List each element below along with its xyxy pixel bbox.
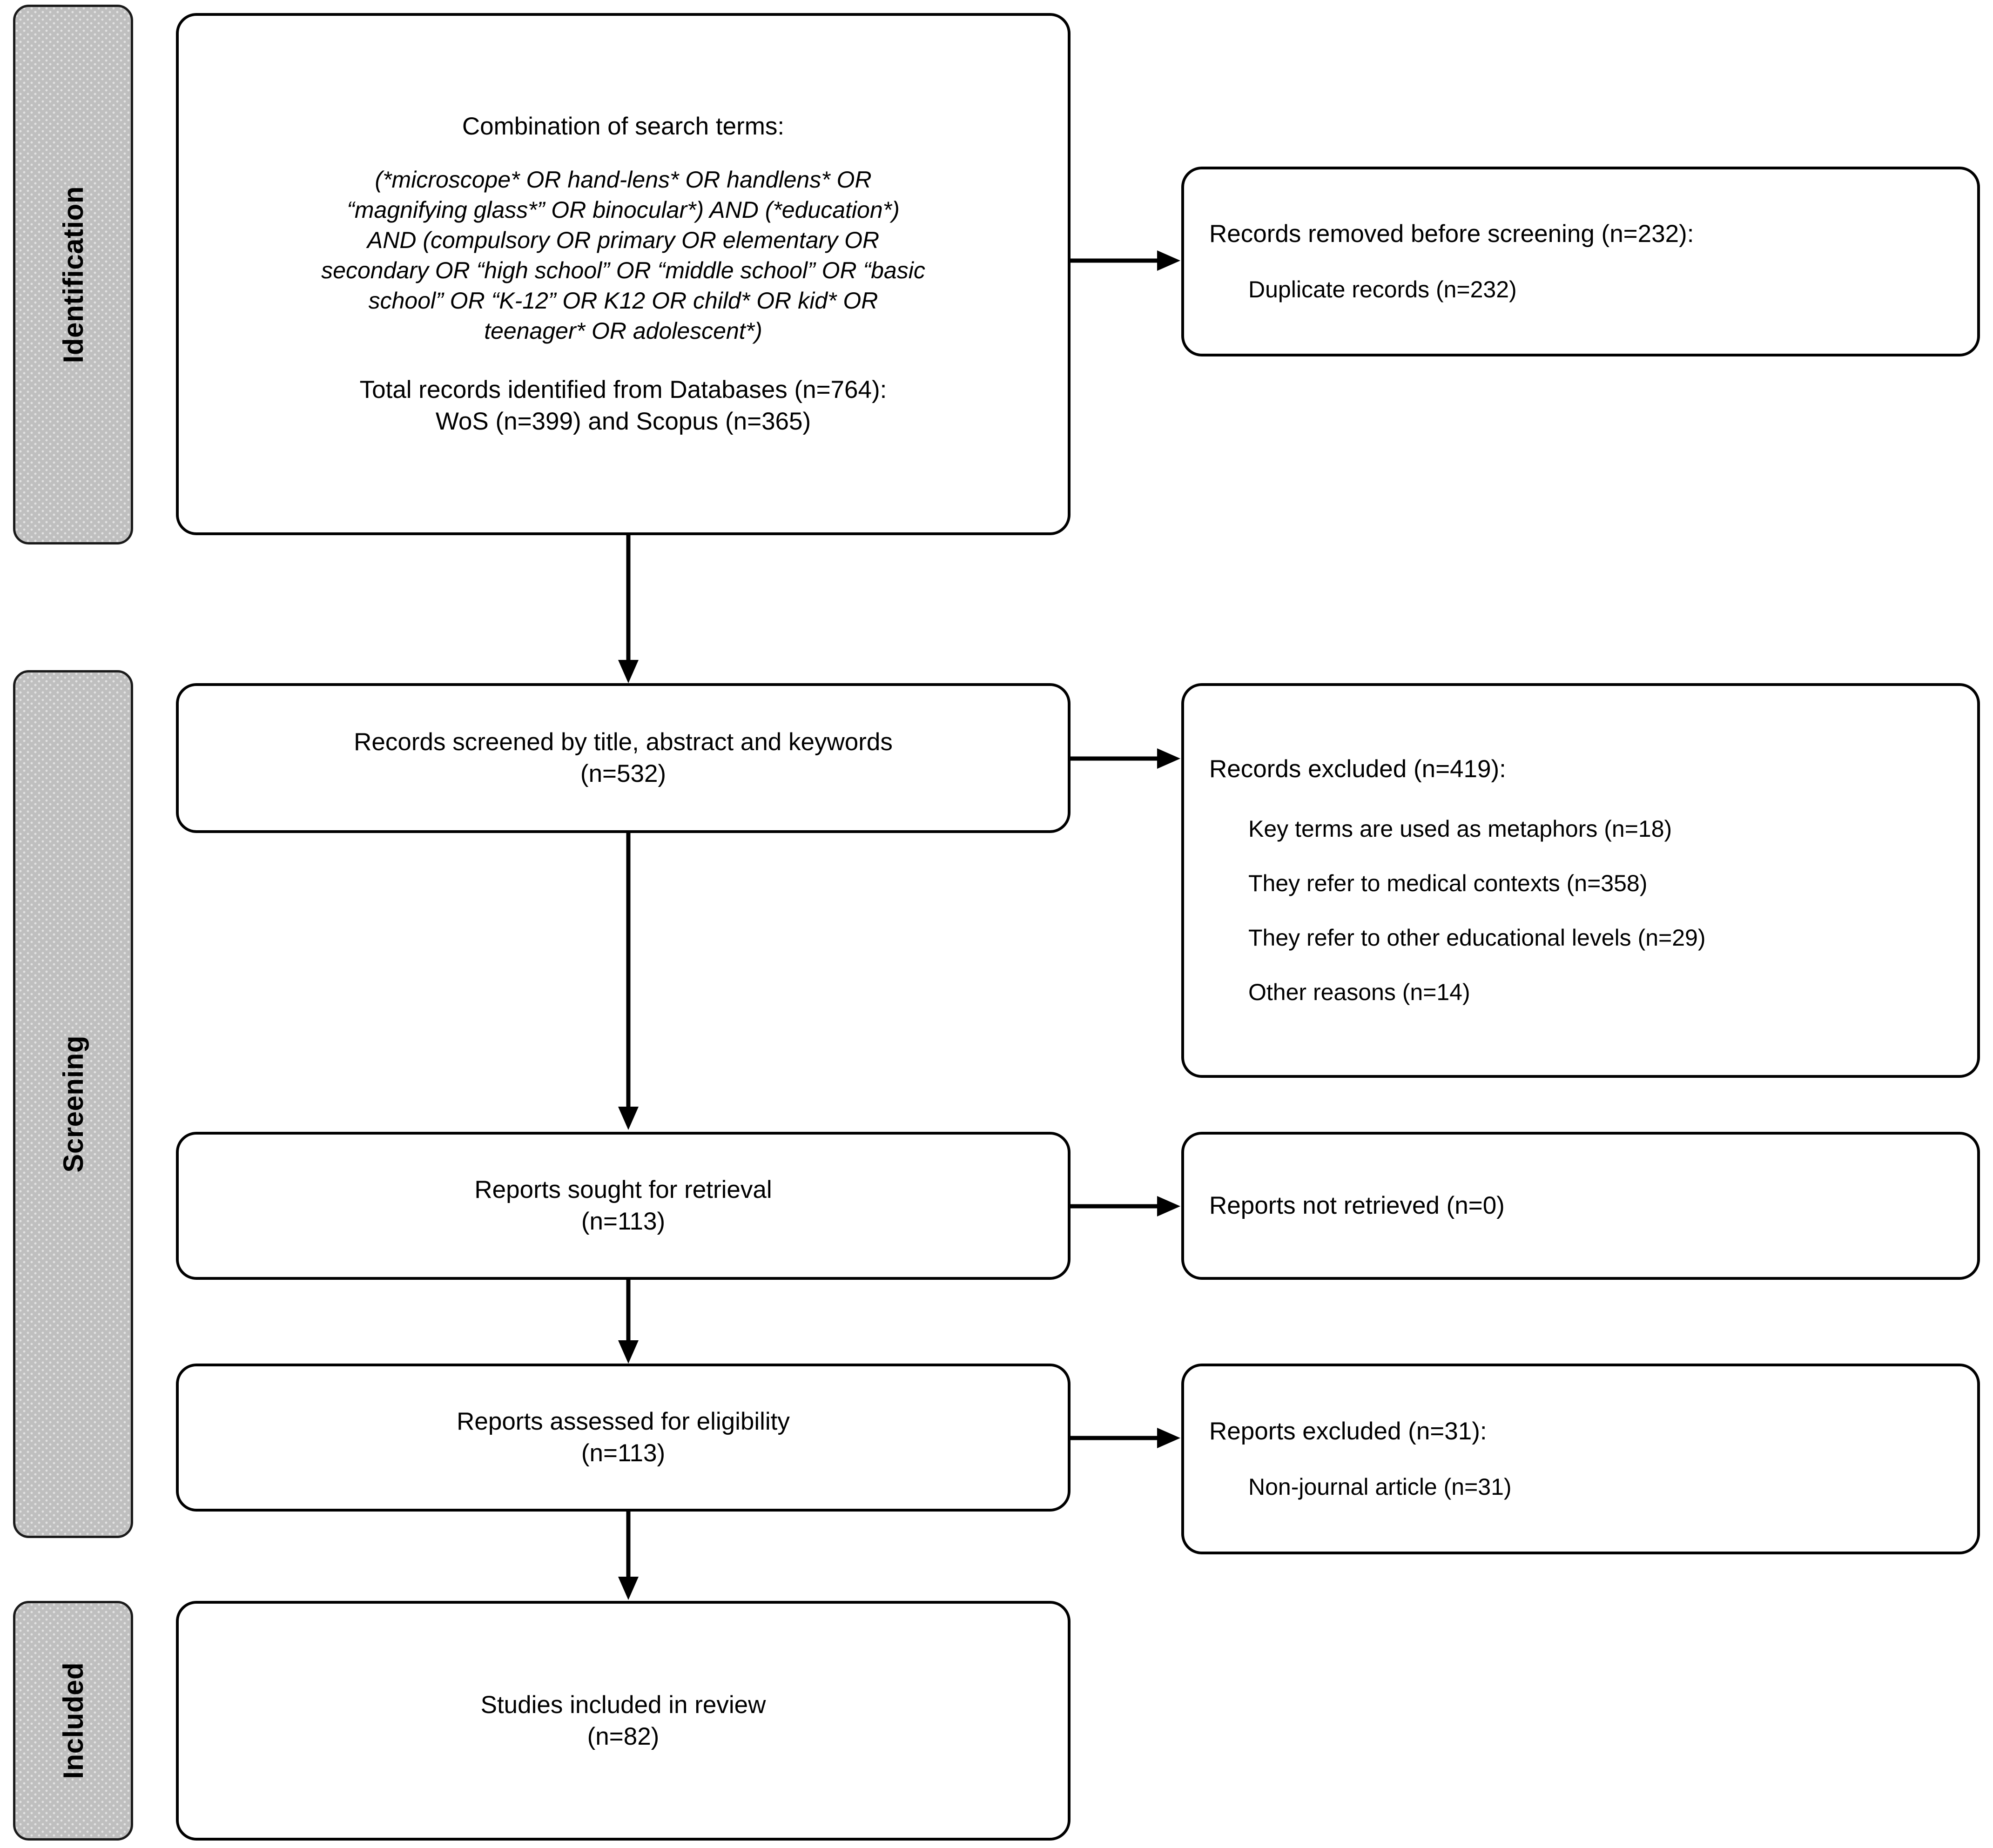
arrow-sought-to-assessed bbox=[610, 1278, 647, 1366]
studies-included-line-2: (n=82) bbox=[587, 1722, 660, 1750]
arrow-assessed-to-excluded bbox=[1069, 1424, 1185, 1452]
records-removed-item: Duplicate records (n=232) bbox=[1248, 276, 1517, 302]
box-records-excluded: Records excluded (n=419): Key terms are … bbox=[1181, 683, 1980, 1078]
arrow-assessed-to-included bbox=[610, 1510, 647, 1603]
search-terms-query: (*microscope* OR hand-lens* OR handlens*… bbox=[321, 167, 925, 344]
box-studies-included: Studies included in review (n=82) bbox=[176, 1601, 1071, 1841]
arrow-screened-to-sought bbox=[610, 831, 647, 1134]
total-records-line-2: WoS (n=399) and Scopus (n=365) bbox=[435, 407, 811, 435]
studies-included-line-1: Studies included in review bbox=[480, 1691, 766, 1719]
box-records-screened: Records screened by title, abstract and … bbox=[176, 683, 1071, 833]
reports-not-retrieved-heading: Reports not retrieved (n=0) bbox=[1209, 1191, 1505, 1219]
records-excluded-heading: Records excluded (n=419): bbox=[1209, 755, 1506, 783]
stage-bar-included: Included bbox=[13, 1601, 133, 1841]
reports-sought-line-2: (n=113) bbox=[581, 1208, 666, 1235]
box-search-terms: Combination of search terms: (*microscop… bbox=[176, 13, 1071, 535]
box-reports-sought: Reports sought for retrieval (n=113) bbox=[176, 1132, 1071, 1280]
box-reports-excluded: Reports excluded (n=31): Non-journal art… bbox=[1181, 1364, 1980, 1554]
search-terms-title: Combination of search terms: bbox=[462, 113, 785, 141]
records-excluded-item-3: They refer to other educational levels (… bbox=[1248, 925, 1706, 951]
records-excluded-item-4: Other reasons (n=14) bbox=[1248, 979, 1470, 1006]
box-reports-not-retrieved: Reports not retrieved (n=0) bbox=[1181, 1132, 1980, 1280]
records-screened-line-2: (n=532) bbox=[580, 760, 667, 787]
reports-assessed-line-1: Reports assessed for eligibility bbox=[457, 1408, 790, 1436]
reports-sought-line-1: Reports sought for retrieval bbox=[474, 1176, 772, 1204]
stage-label-included: Included bbox=[57, 1662, 89, 1779]
stage-label-screening: Screening bbox=[57, 1035, 89, 1173]
stage-bar-identification: Identification bbox=[13, 5, 133, 544]
reports-excluded-item: Non-journal article (n=31) bbox=[1248, 1473, 1512, 1500]
records-removed-heading: Records removed before screening (n=232)… bbox=[1209, 220, 1694, 248]
records-excluded-item-2: They refer to medical contexts (n=358) bbox=[1248, 870, 1648, 897]
stage-label-identification: Identification bbox=[57, 186, 89, 363]
arrow-sought-to-not-retrieved bbox=[1069, 1192, 1185, 1220]
total-records-line-1: Total records identified from Databases … bbox=[359, 376, 887, 404]
reports-excluded-heading: Reports excluded (n=31): bbox=[1209, 1418, 1487, 1445]
reports-assessed-line-2: (n=113) bbox=[581, 1439, 666, 1467]
stage-bar-screening: Screening bbox=[13, 670, 133, 1538]
box-reports-assessed: Reports assessed for eligibility (n=113) bbox=[176, 1364, 1071, 1512]
arrow-identified-to-removed bbox=[1069, 247, 1185, 275]
records-excluded-item-1: Key terms are used as metaphors (n=18) bbox=[1248, 816, 1672, 842]
records-screened-line-1: Records screened by title, abstract and … bbox=[354, 728, 893, 756]
arrow-identified-to-screened bbox=[610, 533, 647, 687]
arrow-screened-to-excluded bbox=[1069, 745, 1185, 773]
box-records-removed: Records removed before screening (n=232)… bbox=[1181, 167, 1980, 356]
